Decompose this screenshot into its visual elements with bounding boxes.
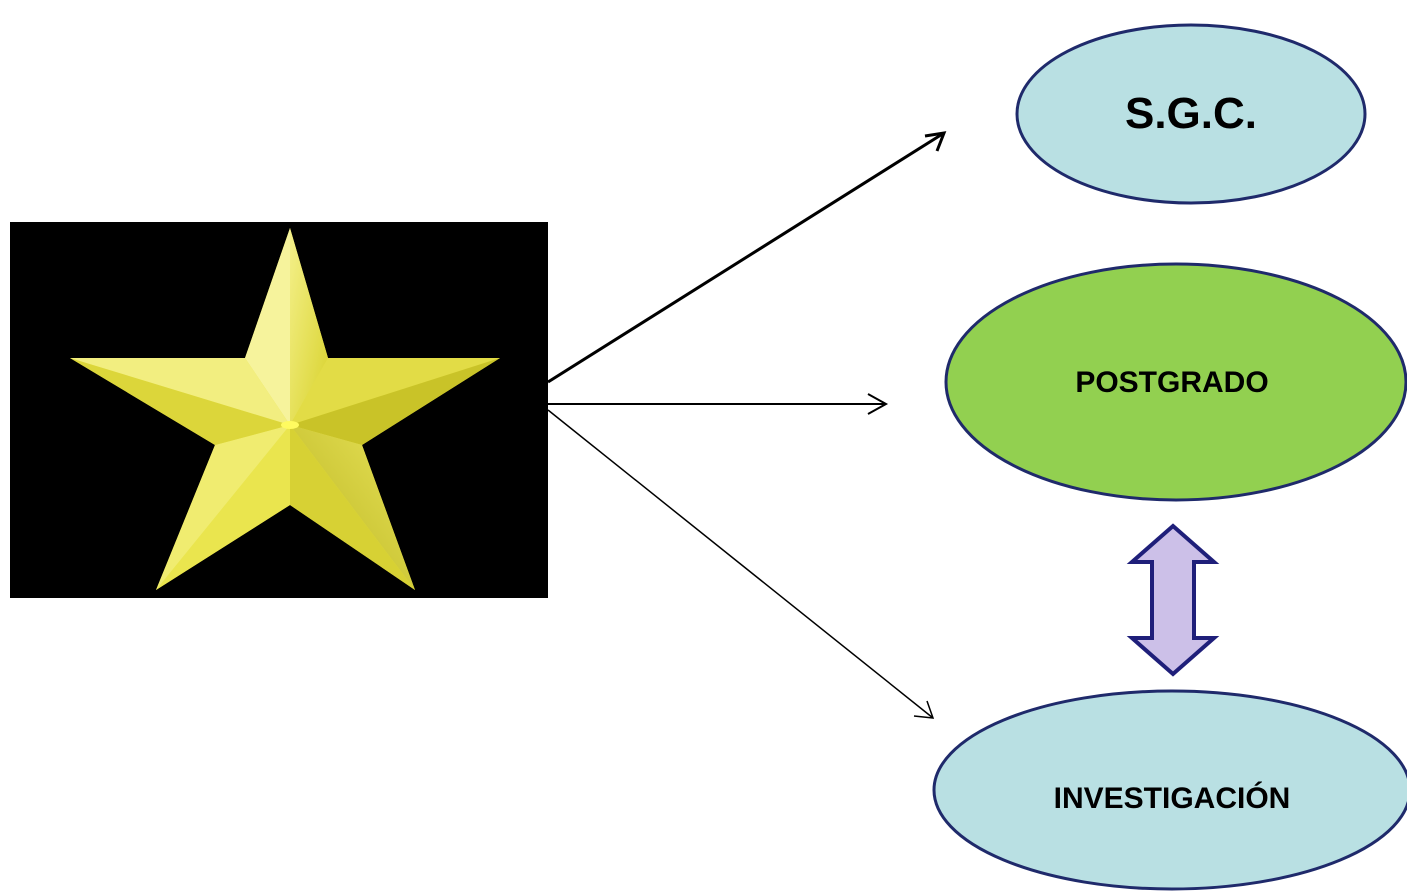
node-sgc: S.G.C.	[1015, 23, 1367, 205]
vertical-double-arrow-icon	[1126, 523, 1220, 677]
gold-star-icon	[70, 228, 500, 590]
node-sgc-label: S.G.C.	[1125, 89, 1257, 138]
arrow-to-investigacion	[547, 409, 935, 719]
node-investigacion-label: INVESTIGACIÓN	[1054, 781, 1291, 815]
star-image	[10, 222, 548, 598]
node-investigacion: INVESTIGACIÓN	[932, 689, 1407, 891]
node-postgrado-shape	[944, 262, 1407, 502]
node-postgrado-label: POSTGRADO	[1075, 366, 1268, 399]
arrow-to-sgc	[547, 131, 947, 384]
arrow-to-postgrado	[548, 393, 889, 415]
node-investigacion-shape	[932, 689, 1407, 891]
node-postgrado: POSTGRADO	[944, 262, 1407, 502]
node-sgc-shape	[1015, 23, 1367, 205]
connector-arrows	[547, 131, 947, 719]
